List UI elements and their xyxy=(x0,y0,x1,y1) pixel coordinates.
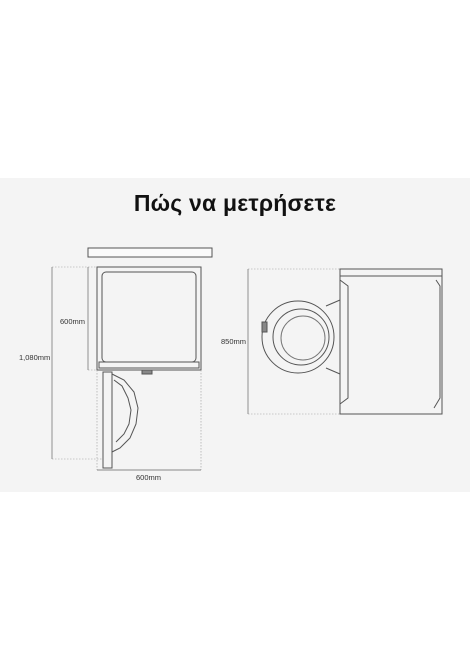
side-view-body xyxy=(339,268,443,415)
door-glass-inner xyxy=(113,379,132,443)
top-view-inner xyxy=(101,271,197,363)
top-view-dimension-lines xyxy=(51,267,201,471)
top-view-body xyxy=(96,266,202,371)
label-height: 850mm xyxy=(221,337,246,346)
page-title: Πώς να μετρήσετε xyxy=(133,190,337,216)
back-bracket xyxy=(98,361,200,369)
side-view-appliance xyxy=(261,268,443,415)
front-plate xyxy=(87,247,213,258)
diagram-panel xyxy=(0,178,470,492)
top-view-appliance xyxy=(87,247,213,469)
side-view-guides xyxy=(248,268,340,415)
label-top-depth: 600mm xyxy=(60,317,85,326)
rear-panel xyxy=(433,279,441,409)
door-glass-side xyxy=(280,315,326,361)
door-edge xyxy=(102,371,113,469)
label-total-depth: 1,080mm xyxy=(19,353,50,362)
top-view-guides xyxy=(52,266,202,470)
door-outer xyxy=(261,300,335,374)
hinge xyxy=(141,369,153,375)
door-glass xyxy=(111,373,139,453)
door-inner xyxy=(272,308,330,366)
door-handle xyxy=(261,321,268,333)
label-width: 600mm xyxy=(136,473,161,482)
door-hinge-arms xyxy=(325,299,341,375)
front-step xyxy=(339,279,349,405)
